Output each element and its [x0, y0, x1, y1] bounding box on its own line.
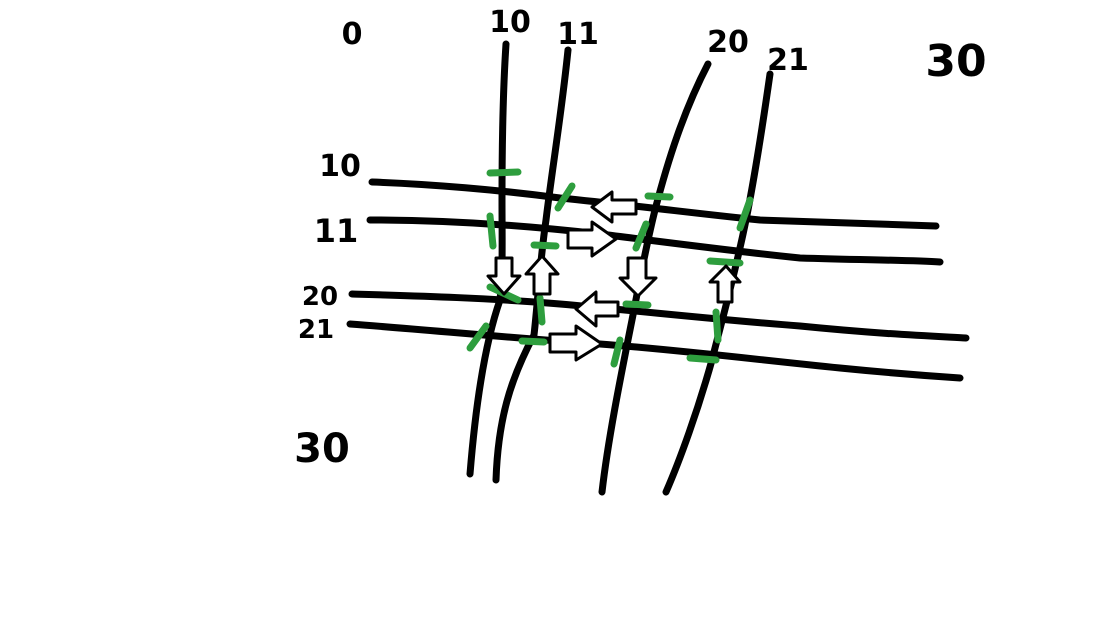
green-marker — [518, 337, 548, 346]
arrow-right-icon — [566, 220, 618, 258]
arrow-up-icon — [524, 254, 560, 296]
arrow-down-icon — [618, 256, 658, 298]
arrow-up-icon — [708, 264, 742, 304]
arrow-down-icon — [486, 256, 522, 296]
label-vertical-road-11: 11 — [557, 17, 599, 52]
label-top-right: 30 — [925, 36, 986, 87]
green-marker — [644, 192, 674, 201]
green-marker — [622, 300, 652, 309]
green-marker — [530, 241, 560, 250]
green-marker — [686, 354, 720, 364]
label-vertical-road-10: 10 — [489, 5, 531, 40]
label-horizontal-road-21: 21 — [298, 315, 334, 345]
horizontal-road-10 — [368, 178, 940, 230]
green-marker — [706, 257, 744, 267]
green-marker — [610, 336, 624, 368]
label-vertical-road-21: 21 — [767, 43, 809, 78]
arrow-right-icon — [548, 324, 604, 362]
horizontal-road-21 — [346, 320, 964, 382]
arrow-left-icon — [590, 190, 638, 224]
label-horizontal-road-20: 20 — [302, 282, 338, 312]
green-marker — [632, 220, 650, 252]
label-top-left: 0 — [342, 17, 363, 52]
green-marker — [712, 308, 722, 344]
green-marker — [554, 182, 576, 212]
label-horizontal-road-11: 11 — [314, 212, 359, 250]
green-marker — [736, 196, 754, 232]
horizontal-road-20 — [348, 290, 970, 342]
green-marker — [486, 168, 522, 177]
label-bottom-left: 30 — [294, 426, 350, 472]
label-horizontal-road-10: 10 — [319, 149, 361, 184]
horizontal-road-11 — [366, 216, 944, 266]
green-marker — [536, 294, 546, 326]
green-marker — [486, 212, 497, 250]
arrow-left-icon — [574, 290, 620, 328]
green-marker — [466, 322, 490, 352]
label-vertical-road-20: 20 — [707, 25, 749, 60]
